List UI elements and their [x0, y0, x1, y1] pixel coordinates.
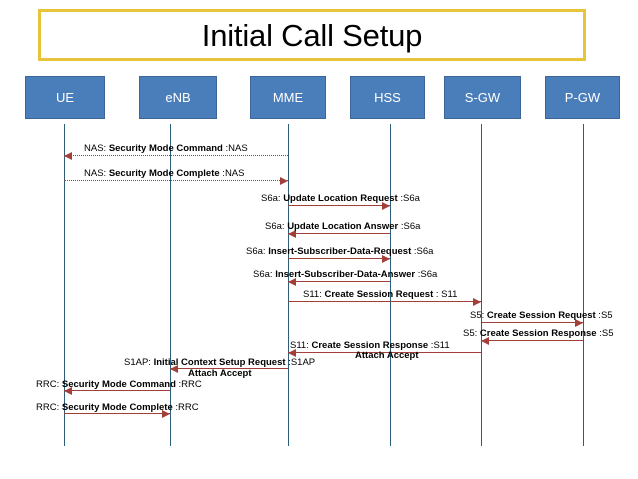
message-line — [64, 180, 288, 181]
actor-box-sgw[interactable]: S-GW — [444, 76, 521, 119]
message-prefix: S11: — [290, 340, 312, 351]
arrowhead-right-icon — [280, 176, 288, 185]
message-label: S6a: Insert-Subscriber-Data-Answer :S6a — [253, 269, 437, 280]
message-label: S6a: Update Location Request :S6a — [261, 193, 420, 204]
actor-label: HSS — [374, 90, 401, 105]
message-suffix: :NAS — [222, 143, 248, 154]
message-line — [170, 368, 288, 369]
annotation-label: Attach Accept — [355, 350, 419, 361]
arrowhead-left-icon — [288, 229, 296, 238]
message-line — [64, 155, 288, 156]
message-line — [481, 322, 583, 323]
message-prefix: S6a: — [265, 221, 288, 232]
message-core: Security Mode Command — [108, 143, 223, 154]
message-prefix: S1AP: — [124, 357, 154, 368]
message-prefix: S5: — [463, 328, 480, 339]
arrowhead-left-icon — [481, 336, 489, 345]
arrowhead-right-icon — [473, 297, 481, 306]
message-label: S5: Create Session Response :S5 — [463, 328, 614, 339]
actor-label: UE — [55, 90, 75, 105]
message-core: Create Session Request — [324, 289, 434, 300]
message-core: Initial Context Setup Request — [153, 357, 286, 368]
actor-label: eNB — [165, 90, 191, 105]
message-core: Create Session Response — [479, 328, 597, 339]
message-line — [288, 352, 481, 353]
title-box — [38, 9, 586, 61]
arrowhead-left-icon — [288, 277, 296, 286]
message-core: Security Mode Complete — [108, 168, 220, 179]
message-line — [288, 258, 390, 259]
message-line — [64, 413, 170, 414]
message-suffix: :S11 — [428, 340, 450, 351]
page-title: Initial Call Setup — [201, 18, 423, 53]
arrowhead-left-icon — [288, 348, 296, 357]
actor-box-ue[interactable]: UE — [25, 76, 105, 119]
lifeline-pgw — [583, 124, 584, 446]
message-suffix: :S5 — [595, 310, 613, 321]
actor-box-mme[interactable]: MME — [250, 76, 326, 119]
message-suffix: :S5 — [596, 328, 614, 339]
message-suffix: : S11 — [433, 289, 458, 300]
message-suffix: :S6a — [411, 246, 434, 257]
arrowhead-left-icon — [170, 364, 178, 373]
message-suffix: :RRC — [175, 379, 202, 390]
message-core: Security Mode Command — [61, 379, 176, 390]
message-core: Create Session Response — [311, 340, 429, 351]
arrowhead-left-icon — [64, 386, 72, 395]
message-core: Update Location Answer — [287, 221, 399, 232]
actor-label: P-GW — [564, 90, 601, 105]
actor-box-enb[interactable]: eNB — [139, 76, 217, 119]
lifeline-enb — [170, 124, 171, 446]
message-label: RRC: Security Mode Complete :RRC — [36, 402, 199, 413]
message-prefix: S6a: — [261, 193, 284, 204]
message-core: Insert-Subscriber-Data-Answer — [275, 269, 416, 280]
actor-label: MME — [272, 90, 304, 105]
message-prefix: RRC: — [36, 402, 62, 413]
message-line — [288, 281, 390, 282]
arrowhead-right-icon — [382, 201, 390, 210]
lifeline-ue — [64, 124, 65, 446]
message-label: NAS: Security Mode Command :NAS — [84, 143, 248, 154]
message-prefix: S6a: — [246, 246, 269, 257]
message-suffix: :RRC — [172, 402, 199, 413]
message-line — [288, 301, 481, 302]
arrowhead-right-icon — [382, 254, 390, 263]
message-suffix: :S6a — [415, 269, 438, 280]
message-core: Update Location Request — [283, 193, 398, 204]
message-suffix: :S6a — [397, 193, 420, 204]
message-prefix: S11: — [303, 289, 325, 300]
message-prefix: RRC: — [36, 379, 62, 390]
actor-box-hss[interactable]: HSS — [350, 76, 425, 119]
message-line — [288, 233, 390, 234]
message-label: S5: Create Session Request :S5 — [470, 310, 613, 321]
message-label: RRC: Security Mode Command :RRC — [36, 379, 202, 390]
message-label: S6a: Update Location Answer :S6a — [265, 221, 420, 232]
annotation-label: Attach Accept — [188, 368, 252, 379]
message-core: Security Mode Complete — [61, 402, 173, 413]
message-prefix: NAS: — [84, 143, 109, 154]
message-suffix: :S1AP — [285, 357, 316, 368]
arrowhead-right-icon — [575, 318, 583, 327]
message-line — [288, 205, 390, 206]
message-label: S6a: Insert-Subscriber-Data-Request :S6a — [246, 246, 433, 257]
message-prefix: NAS: — [84, 168, 109, 179]
message-suffix: :NAS — [219, 168, 245, 179]
message-suffix: :S6a — [398, 221, 421, 232]
lifeline-hss — [390, 124, 391, 446]
message-line — [64, 390, 170, 391]
message-label: S11: Create Session Response :S11 — [290, 340, 450, 351]
message-core: Create Session Request — [486, 310, 596, 321]
message-prefix: S5: — [470, 310, 487, 321]
message-prefix: S6a: — [253, 269, 276, 280]
message-core: Insert-Subscriber-Data-Request — [268, 246, 412, 257]
lifeline-sgw — [481, 124, 482, 446]
message-label: NAS: Security Mode Complete :NAS — [84, 168, 244, 179]
message-line — [481, 340, 583, 341]
arrowhead-left-icon — [64, 151, 72, 160]
actor-box-pgw[interactable]: P-GW — [545, 76, 620, 119]
message-label: S11: Create Session Request : S11 — [303, 289, 457, 300]
message-label: S1AP: Initial Context Setup Request :S1A… — [124, 357, 315, 368]
arrowhead-right-icon — [162, 409, 170, 418]
actor-label: S-GW — [464, 90, 501, 105]
